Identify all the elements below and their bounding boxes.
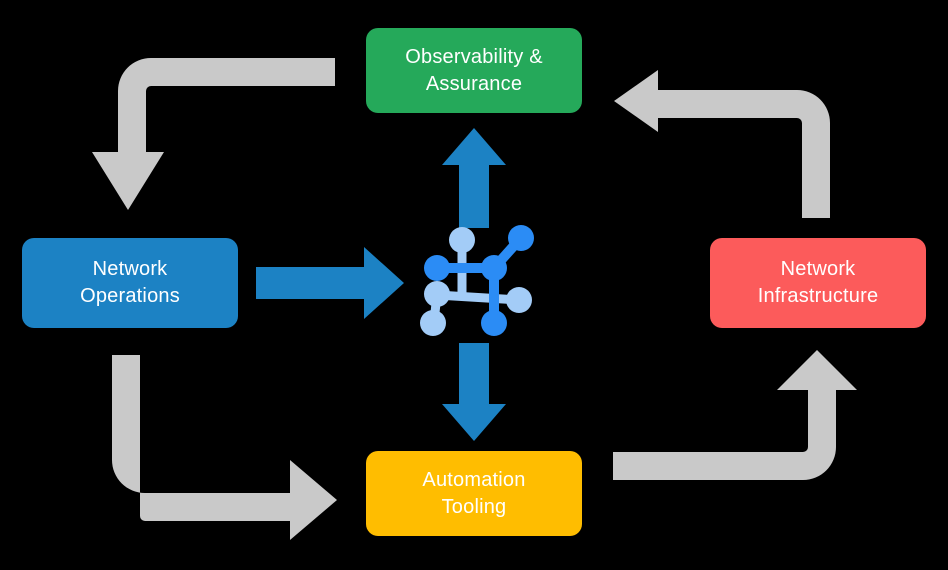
node-network-operations[interactable]: Network Operations bbox=[22, 238, 238, 328]
node-observability-assurance[interactable]: Observability & Assurance bbox=[366, 28, 582, 113]
connector-center-to-observability bbox=[442, 128, 506, 228]
connector-operations-to-automation bbox=[112, 355, 337, 540]
connector-automation-to-infrastructure bbox=[613, 350, 857, 480]
node-network-infrastructure[interactable]: Network Infrastructure bbox=[710, 238, 926, 328]
connector-infrastructure-to-observability bbox=[614, 70, 830, 218]
connector-center-to-automation bbox=[442, 343, 506, 441]
connector-observability-to-operations bbox=[92, 58, 335, 210]
connector-operations-to-center bbox=[256, 247, 404, 319]
node-automation-tooling[interactable]: Automation Tooling bbox=[366, 451, 582, 536]
